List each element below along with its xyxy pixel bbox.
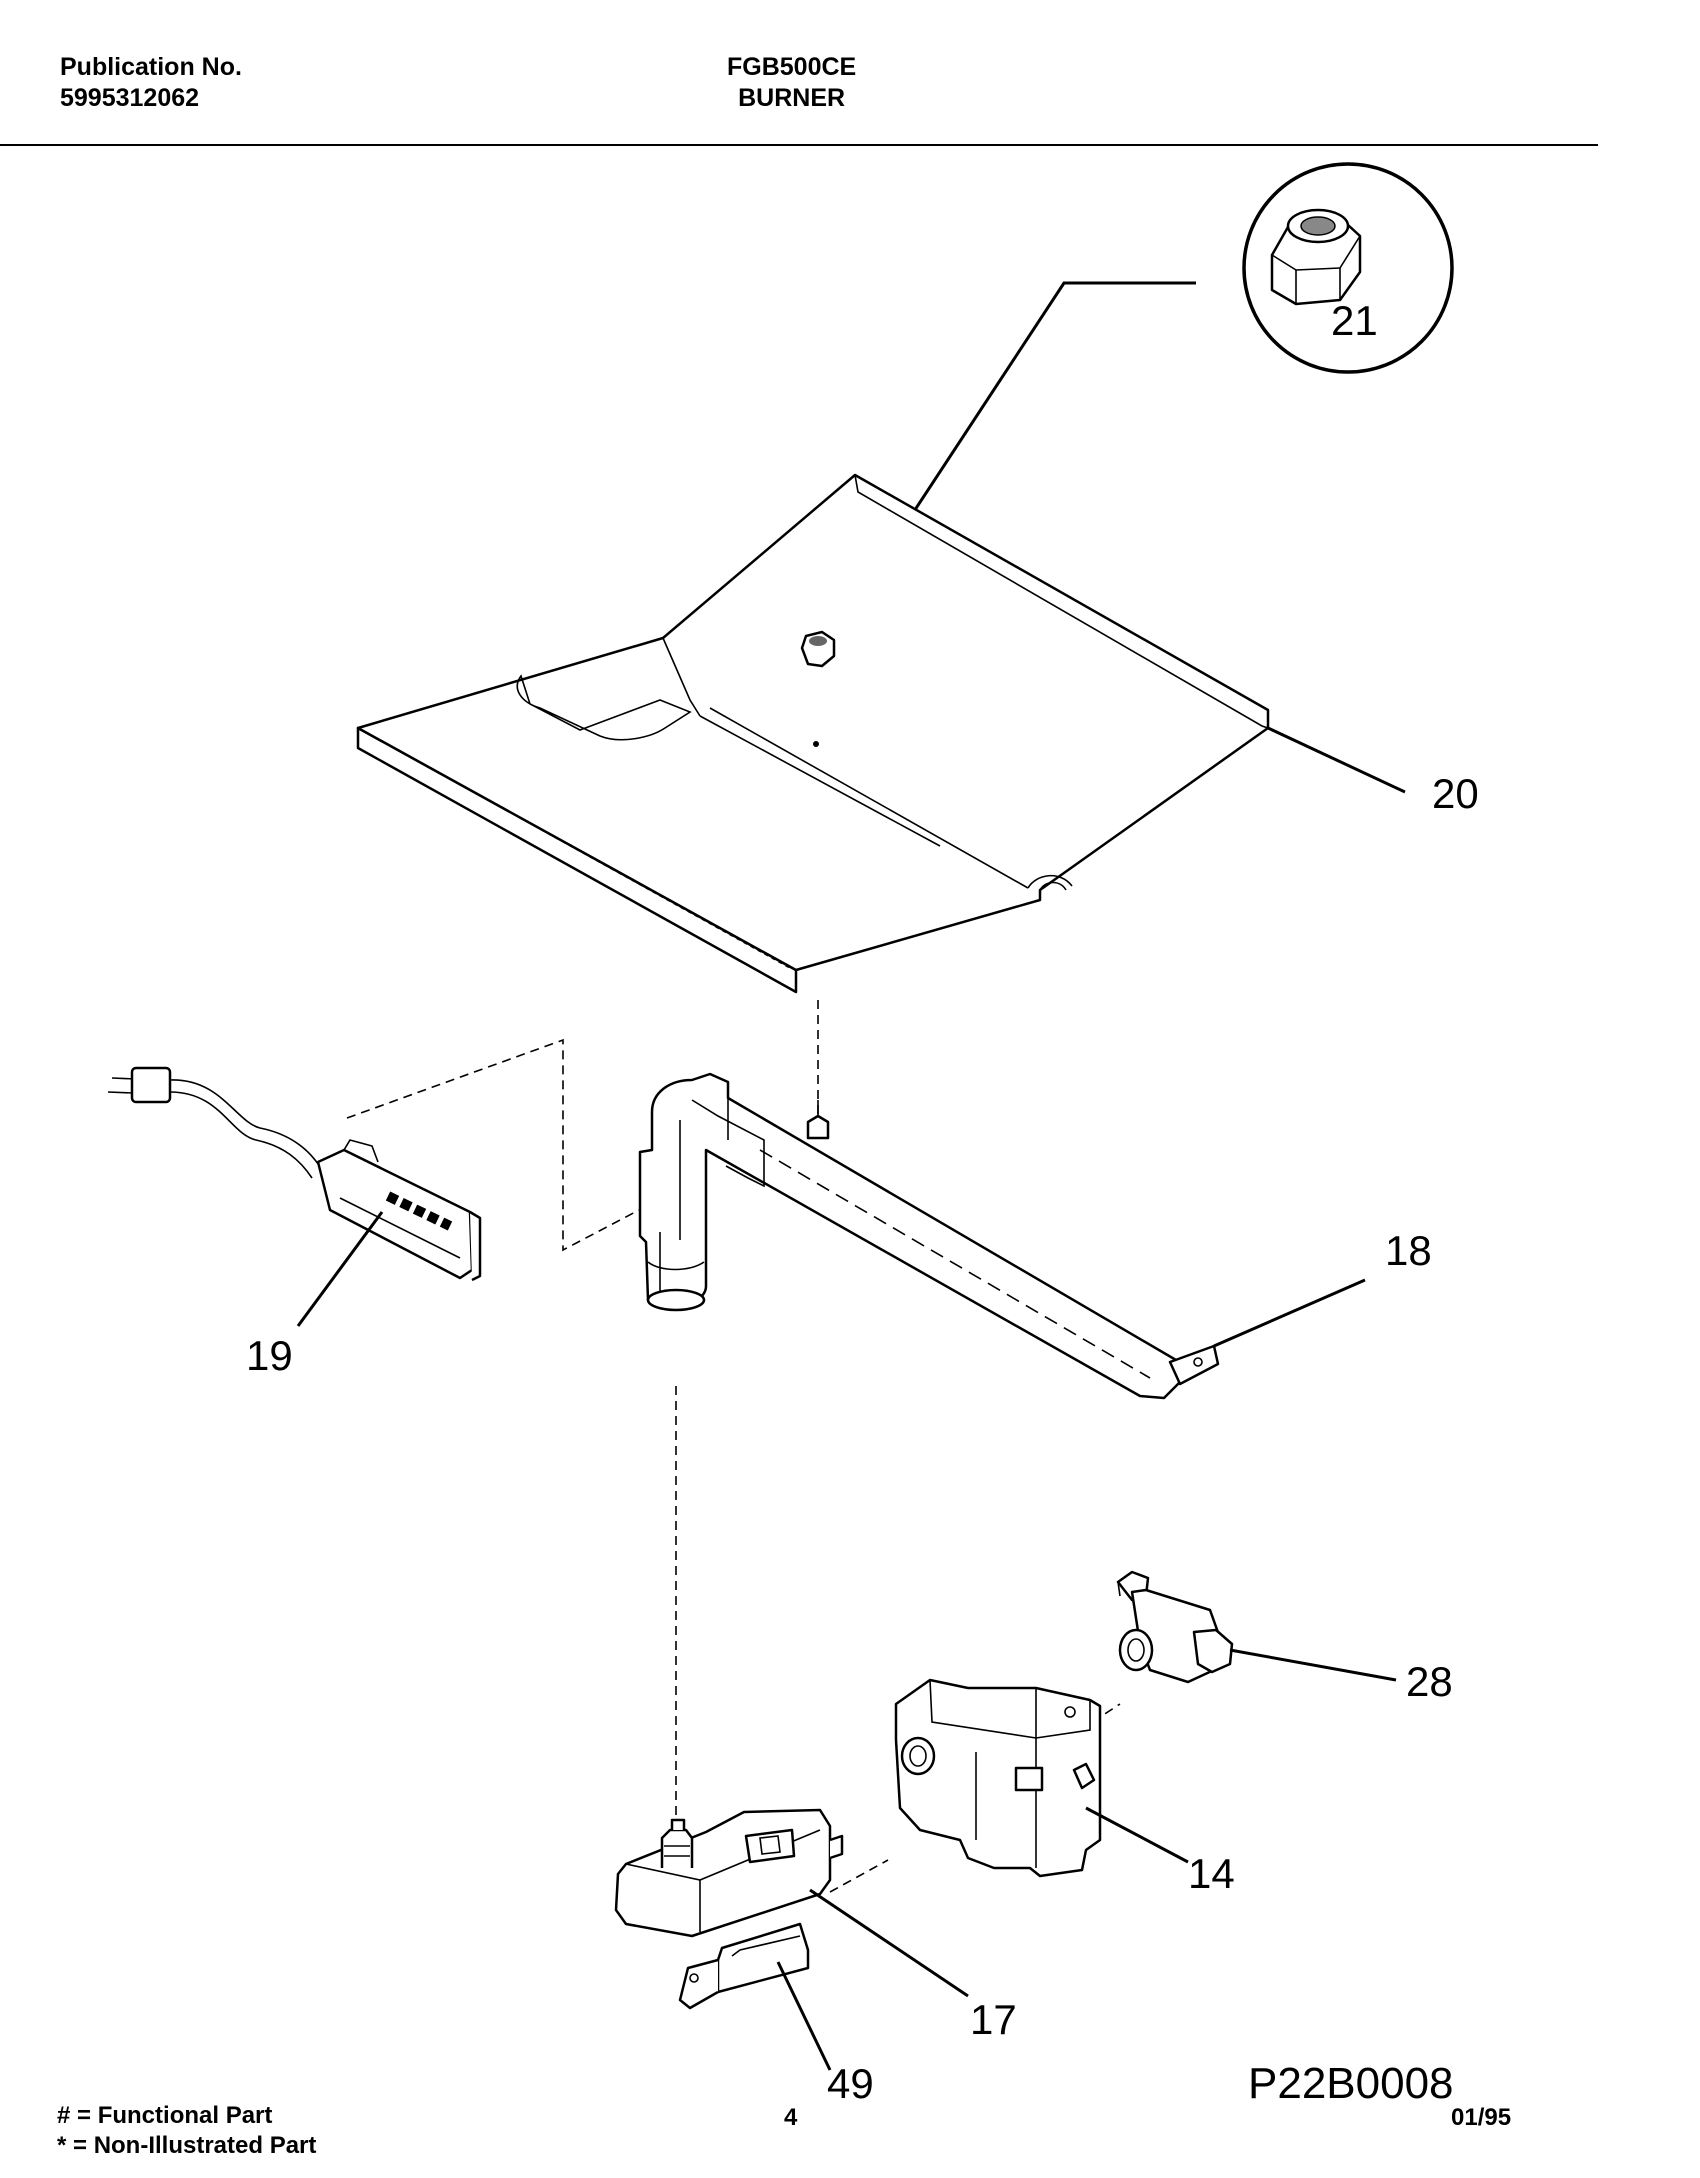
leader-49 bbox=[776, 1961, 832, 2071]
leader-19 bbox=[296, 1211, 384, 1327]
part-20-baffle bbox=[356, 473, 1270, 994]
model-number: FGB500CE bbox=[727, 53, 857, 81]
part-17-safety-valve bbox=[614, 1808, 844, 1938]
part-18-burner-tube bbox=[638, 1072, 1220, 1400]
callout-28: 28 bbox=[1406, 1658, 1453, 1705]
part-21-nut-detail: 21 bbox=[1242, 162, 1454, 374]
publication-number: 5995312062 bbox=[60, 84, 200, 112]
section-title: BURNER bbox=[738, 84, 846, 112]
legend-non-illustrated: * = Non-Illustrated Part bbox=[57, 2132, 317, 2159]
callout-49: 49 bbox=[827, 2060, 874, 2107]
callout-19: 19 bbox=[246, 1332, 293, 1379]
footer-date: 01/95 bbox=[1451, 2104, 1512, 2131]
header-divider bbox=[0, 144, 1598, 146]
publication-label: Publication No. bbox=[60, 53, 242, 81]
footer-legend: # = Functional Part * = Non-Illustrated … bbox=[57, 2101, 316, 2161]
part-19-igniter bbox=[107, 1066, 482, 1282]
callout-18: 18 bbox=[1385, 1227, 1432, 1274]
leader-28 bbox=[1229, 1648, 1397, 1682]
part-49-bracket bbox=[678, 1922, 810, 2010]
leader-18 bbox=[1213, 1278, 1366, 1348]
diagram-code: P22B0008 bbox=[1248, 2059, 1454, 2108]
callout-21: 21 bbox=[1331, 297, 1378, 344]
leader-17 bbox=[809, 1888, 969, 1998]
leader-20 bbox=[1267, 726, 1406, 794]
legend-functional: # = Functional Part bbox=[57, 2102, 273, 2129]
callout-17: 17 bbox=[970, 1996, 1017, 2043]
part-28-regulator bbox=[1116, 1570, 1234, 1684]
part-14-gas-valve bbox=[894, 1678, 1102, 1878]
page-number: 4 bbox=[784, 2104, 798, 2131]
callout-20: 20 bbox=[1432, 770, 1479, 817]
leader-14 bbox=[1085, 1806, 1189, 1864]
callout-14: 14 bbox=[1188, 1850, 1235, 1897]
model-block: FGB500CE BURNER bbox=[727, 52, 856, 114]
publication-block: Publication No. 5995312062 bbox=[60, 52, 242, 114]
